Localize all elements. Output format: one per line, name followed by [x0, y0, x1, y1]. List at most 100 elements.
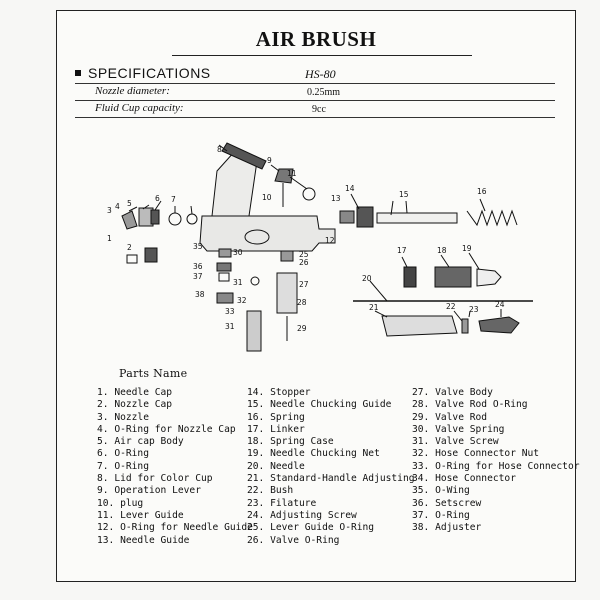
parts-column-2: 14. Stopper 15. Needle Chucking Guide 16… [247, 387, 415, 547]
bullet-square-icon [75, 70, 81, 77]
diagram-label: 5 [127, 199, 132, 208]
o-ring-shape [168, 212, 182, 226]
diagram-label: 18 [437, 246, 447, 255]
parts-column-1: 1. Needle Cap 2. Nozzle Cap 3. Nozzle 4.… [97, 387, 253, 547]
diagram-label: 23 [469, 305, 479, 314]
diagram-label: 31 [233, 278, 243, 287]
spec-value: 9cc [312, 104, 326, 115]
part-item: 37. O-Ring [412, 509, 470, 521]
diagram-label: 15 [399, 190, 409, 199]
part-item: 11. Lever Guide [97, 509, 184, 521]
diagram-label: 3 [107, 206, 112, 215]
body-hole-shape [244, 229, 270, 245]
specifications-heading: SPECIFICATIONS [75, 65, 211, 81]
part-item: 34. Hose Connector [412, 473, 516, 485]
part-item: 26. Valve O-Ring [247, 534, 340, 546]
spec-divider [75, 83, 555, 84]
valve-part-shape [218, 248, 232, 258]
diagram-label: 12 [325, 236, 335, 245]
part-item: 12. O-Ring for Needle Guide [97, 522, 253, 534]
parts-heading: Parts Name [119, 367, 188, 380]
diagram-label: 31 [225, 322, 235, 331]
diagram-label: 19 [462, 244, 472, 253]
part-item: 24. Adjusting Screw [247, 509, 357, 521]
part-item: 13. Needle Guide [97, 534, 190, 546]
linker-shape [403, 266, 417, 288]
parts-sheet: AIR BRUSH SPECIFICATIONS HS-80 Nozzle di… [56, 10, 580, 582]
adjusting-screw-shape [478, 316, 520, 334]
diagram-label: 25 [299, 250, 309, 259]
hose-connector-shape [246, 310, 262, 352]
part-item: 31. Valve Screw [412, 436, 499, 448]
diagram-label: 2 [127, 243, 132, 252]
o-ring-shape [150, 209, 160, 225]
exploded-diagram: 8 9 11 10 3 4 5 6 7 1 2 12 13 14 15 16 1… [107, 142, 533, 352]
diagram-label: 28 [297, 298, 307, 307]
valve-part-shape [280, 250, 294, 262]
diagram-label: 1 [107, 234, 112, 243]
diagram-label: 30 [233, 248, 243, 257]
part-item: 2. Nozzle Cap [97, 399, 173, 411]
diagram-label: 20 [362, 274, 372, 283]
needle-cap-shape [126, 254, 138, 264]
part-item: 22. Bush [247, 485, 294, 497]
diagram-label: 17 [397, 246, 407, 255]
specifications-label: SPECIFICATIONS [88, 65, 211, 81]
chucking-guide-shape [376, 212, 458, 224]
part-item: 3. Nozzle [97, 411, 149, 423]
lever-guide-shape [302, 187, 316, 201]
needle-guide-shape [339, 210, 355, 224]
diagram-label: 8 [217, 145, 222, 154]
part-item: 33. O-Ring for Hose Connector [412, 460, 580, 472]
part-item: 23. Filature [247, 497, 317, 509]
part-item: 9. Operation Lever [97, 485, 201, 497]
part-item: 16. Spring [247, 411, 305, 423]
diagram-label: 14 [345, 184, 355, 193]
part-item: 6. O-Ring [97, 448, 149, 460]
part-item: 38. Adjuster [412, 522, 482, 534]
diagram-label: 33 [225, 307, 235, 316]
part-item: 17. Linker [247, 423, 305, 435]
part-item: 18. Spring Case [247, 436, 334, 448]
valve-body-shape [276, 272, 298, 314]
parts-column-3: 27. Valve Body 28. Valve Rod O-Ring 29. … [412, 387, 580, 535]
part-item: 36. Setscrew [412, 497, 482, 509]
diagram-label: 36 [193, 262, 203, 271]
part-item: 1. Needle Cap [97, 387, 173, 398]
spring-shape [466, 209, 518, 227]
part-item: 29. Valve Rod [412, 411, 488, 423]
diagram-label: 13 [331, 194, 341, 203]
part-item: 7. O-Ring [97, 460, 149, 472]
diagram-label: 11 [287, 169, 297, 178]
diagram-label: 10 [262, 193, 272, 202]
diagram-label: 37 [193, 272, 203, 281]
part-item: 10. plug [97, 497, 144, 509]
nozzle-cap-shape [144, 247, 158, 263]
chucking-net-shape [476, 268, 502, 287]
diagram-label: 22 [446, 302, 456, 311]
diagram-label: 27 [299, 280, 309, 289]
diagram-label: 4 [115, 202, 120, 211]
part-item: 20. Needle [247, 460, 305, 472]
spec-divider [75, 117, 555, 118]
part-item: 35. O-Wing [412, 485, 470, 497]
operation-lever-shape [274, 168, 294, 184]
nozzle-shape [121, 210, 138, 230]
part-item: 30. Valve Spring [412, 423, 505, 435]
stopper-shape [356, 206, 374, 228]
part-item: 8. Lid for Color Cup [97, 473, 213, 485]
bush-shape [461, 318, 469, 334]
part-item: 4. O-Ring for Nozzle Cap [97, 423, 236, 435]
diagram-label: 21 [369, 303, 379, 312]
diagram-label: 24 [495, 300, 505, 309]
valve-part-shape [216, 262, 232, 272]
part-item: 21. Standard-Handle Adjusting [247, 473, 415, 485]
diagram-label: 26 [299, 258, 309, 267]
part-item: 28. Valve Rod O-Ring [412, 399, 528, 411]
valve-part-shape [250, 276, 260, 286]
o-ring-shape [186, 213, 198, 225]
spec-value: 0.25mm [307, 87, 341, 98]
page-title: AIR BRUSH [255, 27, 377, 51]
spec-label: Fluid Cup capacity: [95, 102, 184, 114]
part-item: 5. Air cap Body [97, 436, 184, 448]
